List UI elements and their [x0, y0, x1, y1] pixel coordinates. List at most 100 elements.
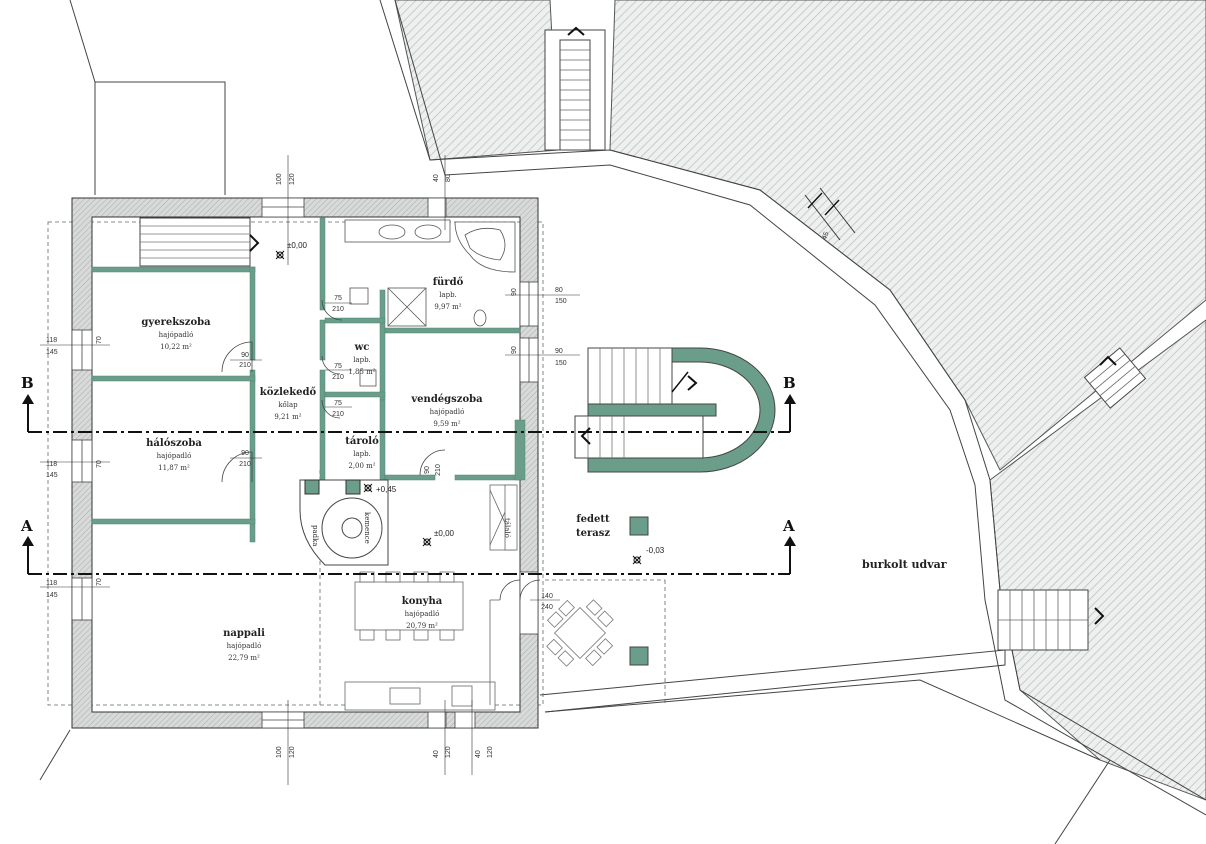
- section-b-right-label: B: [783, 374, 796, 392]
- door-dimensions: 90 210 90 210 75 210 75 210 75 210 90 21…: [230, 295, 560, 611]
- dim-win-left3-c: 70: [96, 578, 103, 586]
- room-haloszoba-floor: hajópadló: [157, 452, 192, 460]
- room-vendegszoba-floor: hajópadló: [430, 408, 465, 416]
- room-nappali-floor: hajópadló: [227, 642, 262, 650]
- arrow-up-stair-right: [1099, 355, 1117, 366]
- room-furdo-name: fürdő: [433, 277, 464, 288]
- interior-stairs: [139, 217, 260, 267]
- dim-win-bot3-b: 120: [487, 746, 494, 758]
- interior-walls: [91, 217, 526, 543]
- dim-win-right2-c: 90: [511, 346, 518, 354]
- room-vendegszoba-area: 9,59 m²: [433, 420, 460, 428]
- room-nappali-name: nappali: [223, 628, 265, 639]
- room-gyerekszoba-name: gyerekszoba: [141, 317, 211, 328]
- bathroom-fixtures: [344, 219, 516, 387]
- dim-door-vendeg-h: 210: [435, 464, 442, 476]
- outer-walls: [71, 197, 539, 729]
- dim-win-right2-a: 90: [555, 348, 563, 355]
- dim-win-left2-a: 118: [46, 461, 57, 468]
- room-wc-area: 1,85 m²: [348, 368, 375, 376]
- section-lines: B B A A: [20, 374, 796, 575]
- dim-win-left1-b: 145: [46, 349, 58, 356]
- room-tarolo-floor: lapb.: [353, 450, 371, 458]
- dim-door-tarolo-w: 75: [334, 400, 342, 407]
- dim-door-halo-w: 90: [241, 450, 249, 457]
- room-haloszoba-name: hálószoba: [146, 438, 202, 449]
- dim-win-left1-c: 70: [96, 336, 103, 344]
- dim-45: 45: [804, 187, 856, 241]
- level-1: ±0,00: [287, 241, 308, 250]
- stairs-top: [544, 26, 606, 151]
- section-b-left-label: B: [21, 374, 34, 392]
- room-tarolo-name: tároló: [345, 436, 379, 447]
- site-line: [1054, 759, 1111, 844]
- dim-win-top2-a: 40: [433, 174, 440, 182]
- dim-win-right2-b: 150: [555, 360, 567, 367]
- level-3: ±0,00: [434, 529, 455, 538]
- kemence-stove: padka kemence: [299, 479, 389, 566]
- room-vendegszoba-name: vendégszoba: [410, 394, 483, 405]
- dim-win-bot3-a: 40: [475, 750, 482, 758]
- terrace-furniture: [546, 516, 649, 667]
- dim-win-left3-a: 118: [46, 580, 57, 587]
- room-furdo-area: 9,97 m²: [434, 303, 461, 311]
- dim-door-wc-w: 75: [334, 363, 342, 370]
- talalo-label: tálaló: [503, 518, 511, 538]
- dim-win-left2-c: 70: [96, 460, 103, 468]
- dim-win-top2-b: 80: [445, 174, 452, 182]
- dim-win-right1-a: 80: [555, 287, 563, 294]
- dim-win-right1-b: 150: [555, 298, 567, 305]
- dim-win-bot1-a: 100: [276, 746, 283, 758]
- dim-win-left2-b: 145: [46, 472, 58, 479]
- room-gyerekszoba-area: 10,22 m²: [160, 343, 192, 351]
- dim-win-right1-c: 90: [511, 288, 518, 296]
- room-konyha-area: 20,79 m²: [406, 622, 438, 630]
- level-4: -0,03: [646, 546, 665, 555]
- green-area-top-left: [394, 0, 559, 161]
- dim-win-left3-b: 145: [46, 592, 58, 599]
- room-kozlekedo-area: 9,21 m²: [274, 413, 301, 421]
- dim-win-left1-a: 118: [46, 337, 57, 344]
- room-furdo-floor: lapb.: [439, 291, 457, 299]
- stairs-bottom-right: [997, 589, 1105, 651]
- dim-win-bot2-b: 120: [445, 746, 452, 758]
- dim-door-furdo-h: 210: [332, 306, 344, 313]
- kemence-label: kemence: [363, 512, 371, 544]
- level-markers: ±0,00 +0,45 ±0,00 -0,03: [275, 241, 665, 565]
- dim-door-tarolo-h: 210: [332, 411, 344, 418]
- room-labels: gyerekszoba hajópadló 10,22 m² hálószoba…: [141, 277, 610, 662]
- dim-win-bot1-b: 120: [289, 746, 296, 758]
- fence-line: [544, 679, 1101, 761]
- room-konyha-name: konyha: [402, 596, 443, 607]
- room-nappali-area: 22,79 m²: [228, 654, 260, 662]
- burkolt-udvar-label: burkolt udvar: [862, 558, 947, 571]
- padka-label: padka: [311, 525, 319, 547]
- dim-45-label: 45: [821, 231, 830, 241]
- room-kozlekedo-floor: kőlap: [278, 400, 298, 409]
- stairs-right-mid: [1083, 347, 1147, 409]
- dim-win-top1-b: 120: [289, 173, 296, 185]
- terasz-label: terasz: [576, 528, 610, 539]
- level-2: +0,45: [376, 485, 397, 494]
- windows: [71, 197, 539, 729]
- dim-door-konyha-h: 240: [541, 604, 553, 611]
- dim-door-konyha-w: 140: [541, 593, 553, 600]
- dim-door-vendeg-w: 90: [424, 466, 431, 474]
- room-wc-floor: lapb.: [353, 356, 371, 364]
- room-haloszoba-area: 11,87 m²: [158, 464, 190, 472]
- path-edge-2: [394, 0, 1206, 816]
- section-a-left-label: A: [20, 517, 33, 535]
- room-kozlekedo-name: közlekedő: [260, 387, 317, 398]
- room-tarolo-area: 2,00 m²: [348, 462, 375, 470]
- window-dimensions: [40, 155, 580, 785]
- site-line-2: [39, 729, 71, 781]
- dim-door-gyerek-w: 90: [241, 352, 249, 359]
- dim-win-top1-a: 100: [276, 173, 283, 185]
- section-a-right-label: A: [782, 517, 795, 535]
- doors: [221, 299, 541, 601]
- dim-door-wc-h: 210: [332, 374, 344, 381]
- site-context: 45: [39, 0, 1206, 844]
- terrace-edge: [539, 649, 1006, 713]
- room-wc-name: wc: [354, 342, 370, 353]
